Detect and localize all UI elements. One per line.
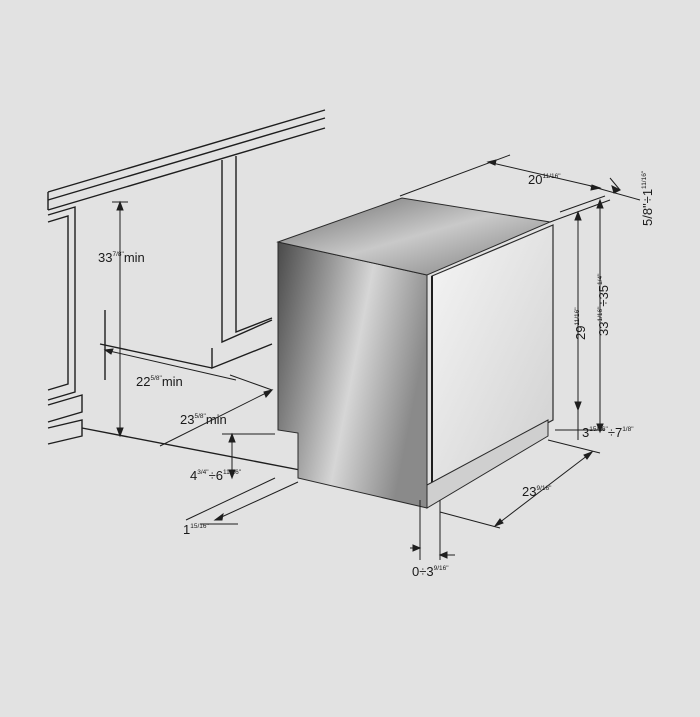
label-plinth-height: 43/4"÷611/16": [190, 468, 242, 483]
label-cabinet-height: 337/8"min: [98, 250, 145, 265]
svg-text:239/16": 239/16": [522, 484, 552, 499]
label-door-height: 2911/16": [573, 307, 588, 340]
svg-text:115/16": 115/16": [183, 522, 210, 537]
svg-text:5/8"÷111/16": 5/8"÷111/16": [640, 170, 655, 226]
label-appliance-width: 2011/16": [528, 172, 561, 187]
label-plinth-depth: 115/16": [183, 522, 210, 537]
dishwasher-body: [276, 197, 554, 509]
dimension-lines: [103, 154, 641, 560]
cabinet-outline: [47, 109, 326, 471]
label-feet-adjust: 315/16"÷71/8": [582, 425, 634, 440]
label-door-gap: 0÷39/16": [412, 564, 449, 579]
svg-text:225/8"min: 225/8"min: [136, 374, 183, 389]
label-total-height: 331/16"÷351/4": [596, 273, 611, 336]
svg-text:2011/16": 2011/16": [528, 172, 561, 187]
svg-text:315/16"÷71/8": 315/16"÷71/8": [582, 425, 634, 440]
svg-text:0÷39/16": 0÷39/16": [412, 564, 449, 579]
label-top-gap: 5/8"÷111/16": [640, 170, 655, 226]
label-appliance-depth: 239/16": [522, 484, 552, 499]
label-niche-depth: 235/8"min: [180, 412, 227, 427]
svg-text:337/8"min: 337/8"min: [98, 250, 145, 265]
svg-text:235/8"min: 235/8"min: [180, 412, 227, 427]
svg-text:331/16"÷351/4": 331/16"÷351/4": [596, 273, 611, 336]
svg-text:2911/16": 2911/16": [573, 307, 588, 340]
svg-text:43/4"÷611/16": 43/4"÷611/16": [190, 468, 242, 483]
label-niche-width: 225/8"min: [136, 374, 183, 389]
